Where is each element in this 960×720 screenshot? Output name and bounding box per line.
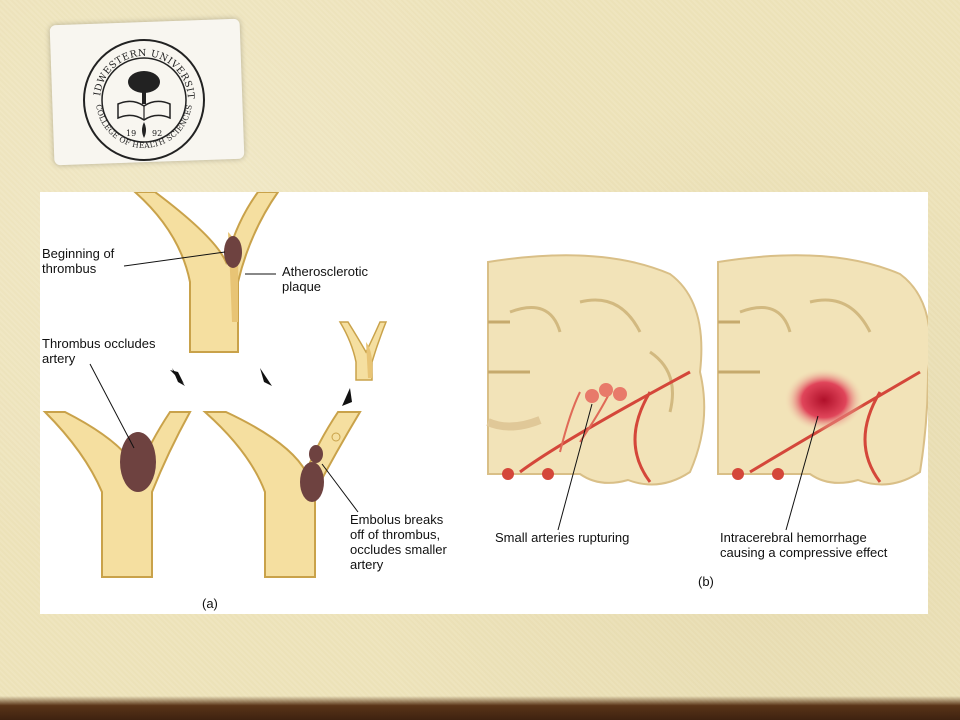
university-seal: MIDWESTERN UNIVERSITY COLLEGE OF HEALTH … xyxy=(82,38,205,161)
book-icon xyxy=(117,100,171,121)
brain-section-right xyxy=(717,254,928,486)
arrows xyxy=(170,368,352,406)
ruptured-arteries xyxy=(585,383,627,403)
tree-icon xyxy=(128,71,160,104)
brain-section-left xyxy=(486,254,706,486)
hemorrhage-area xyxy=(784,368,864,432)
arrow-up-icon xyxy=(342,388,352,406)
artery-embolus xyxy=(202,411,362,578)
label-intracerebral-hemorrhage: Intracerebral hemorrhage causing a compr… xyxy=(720,530,888,560)
seal-year-left: 19 xyxy=(126,129,136,138)
thrombus-beginning xyxy=(224,236,242,268)
label-embolus: Embolus breaks off of thrombus, occludes… xyxy=(350,512,447,572)
figure-illustration xyxy=(42,192,928,578)
thrombus-occluding xyxy=(120,432,156,492)
leader-lines-b xyxy=(557,403,819,531)
lamp-icon xyxy=(142,122,146,138)
label-small-arteries: Small arteries rupturing xyxy=(495,530,630,545)
bottom-decorative-band xyxy=(0,696,960,720)
artery-top-small xyxy=(338,321,388,381)
artery-occluded xyxy=(42,411,192,578)
seal-year-right: 92 xyxy=(152,129,162,138)
arrow-down-right-icon xyxy=(260,368,272,386)
artery-top-large xyxy=(133,192,280,353)
leader-lines-a xyxy=(89,251,359,513)
panel-label-b: (b) xyxy=(698,574,714,589)
embolus xyxy=(309,445,323,463)
panel-label-a: (a) xyxy=(202,596,218,611)
thrombus-remaining xyxy=(300,462,324,502)
label-thrombus-occludes: Thrombus occludes artery xyxy=(42,336,156,366)
figure-panel: Beginning of thrombus Atherosclerotic pl… xyxy=(40,192,928,614)
label-beginning-of-thrombus: Beginning of thrombus xyxy=(42,246,115,276)
label-atherosclerotic-plaque: Atherosclerotic plaque xyxy=(282,264,368,294)
